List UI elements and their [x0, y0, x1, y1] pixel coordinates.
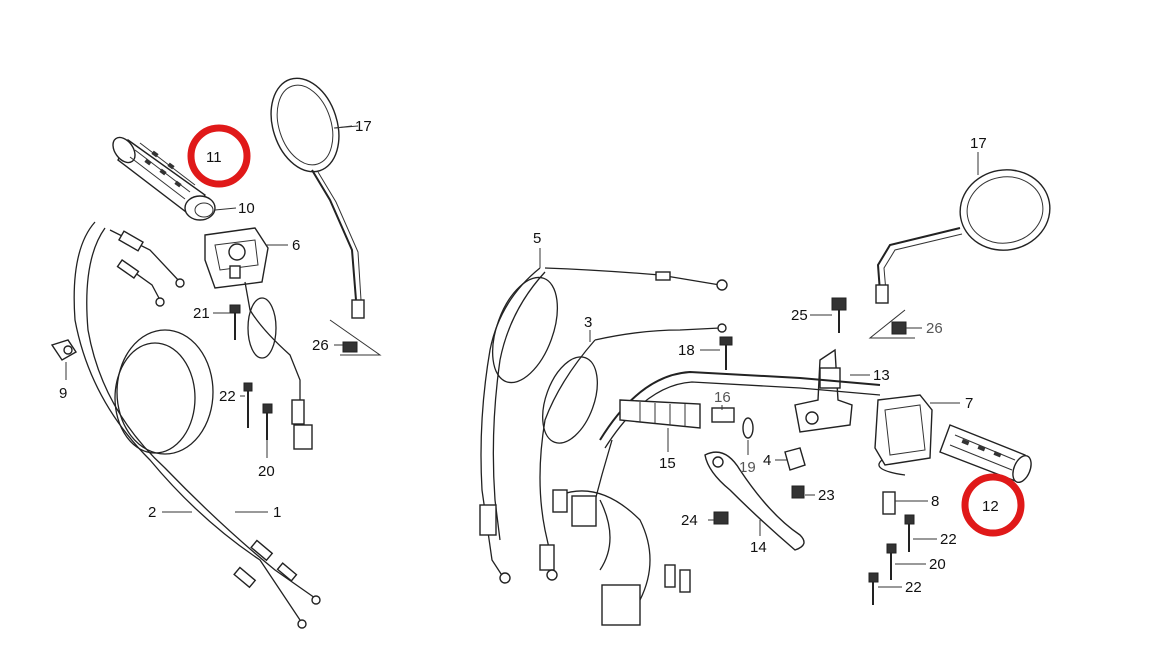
left-grip: [112, 136, 206, 216]
left-handlebar-switch: [204, 227, 313, 450]
clutch-and-brake-cables: [479, 267, 728, 584]
callout-18: 18: [678, 342, 695, 359]
highlight-ring-12: [961, 473, 1025, 537]
callout-16: 16: [714, 389, 731, 406]
callout-17-right: 17: [970, 135, 987, 152]
lever-small-parts: [711, 336, 806, 471]
callout-5: 5: [533, 230, 541, 247]
left-grip-collar: [184, 195, 216, 221]
callout-20-left: 20: [258, 463, 275, 480]
callout-7: 7: [965, 395, 973, 412]
callout-11: 11: [206, 149, 222, 166]
right-mirror-fasteners: [831, 297, 915, 339]
front-brake-lever: [704, 451, 805, 551]
callout-22-right-lower: 22: [905, 579, 922, 596]
callout-6: 6: [292, 237, 300, 254]
callout-21: 21: [193, 305, 210, 322]
front-brake-master-cylinder: [794, 348, 853, 433]
callout-1: 1: [273, 504, 281, 521]
callout-22-left: 22: [219, 388, 236, 405]
highlight-ring-11: [187, 124, 251, 188]
right-mirror: [875, 169, 1051, 304]
right-handlebar-switch: [874, 394, 933, 476]
callout-14: 14: [750, 539, 767, 556]
callout-8: 8: [931, 493, 939, 510]
front-stop-switch-and-bolts: [868, 491, 915, 605]
right-grip: [939, 424, 1032, 484]
handlebar: [599, 370, 881, 449]
callout-20-right: 20: [929, 556, 946, 573]
callout-labels: 17 11 10 6 21 26 9 22 20 1 2 5 3 18 25 2…: [59, 118, 999, 596]
lever-fasteners: [713, 485, 805, 525]
left-mirror: [270, 77, 365, 319]
cable-clip: [50, 339, 77, 361]
callout-26-left: 26: [312, 337, 329, 354]
callout-15: 15: [659, 455, 676, 472]
callout-25: 25: [791, 307, 808, 324]
left-fasteners: [229, 304, 382, 440]
callout-23: 23: [818, 487, 835, 504]
callout-12: 12: [982, 498, 999, 515]
callout-10: 10: [238, 200, 255, 217]
throttle-cables: [73, 221, 321, 629]
callout-26-right: 26: [926, 320, 943, 337]
leader-lines: [65, 125, 979, 588]
callout-17-left: 17: [355, 118, 372, 135]
callout-19: 19: [739, 459, 756, 476]
throttle-grip-and-wiring: [552, 399, 701, 626]
callout-3: 3: [584, 314, 592, 331]
callout-13: 13: [873, 367, 890, 384]
callout-22-right-upper: 22: [940, 531, 957, 548]
callout-2: 2: [148, 504, 156, 521]
callout-24: 24: [681, 512, 698, 529]
callout-4: 4: [763, 452, 771, 469]
callout-9: 9: [59, 385, 67, 402]
